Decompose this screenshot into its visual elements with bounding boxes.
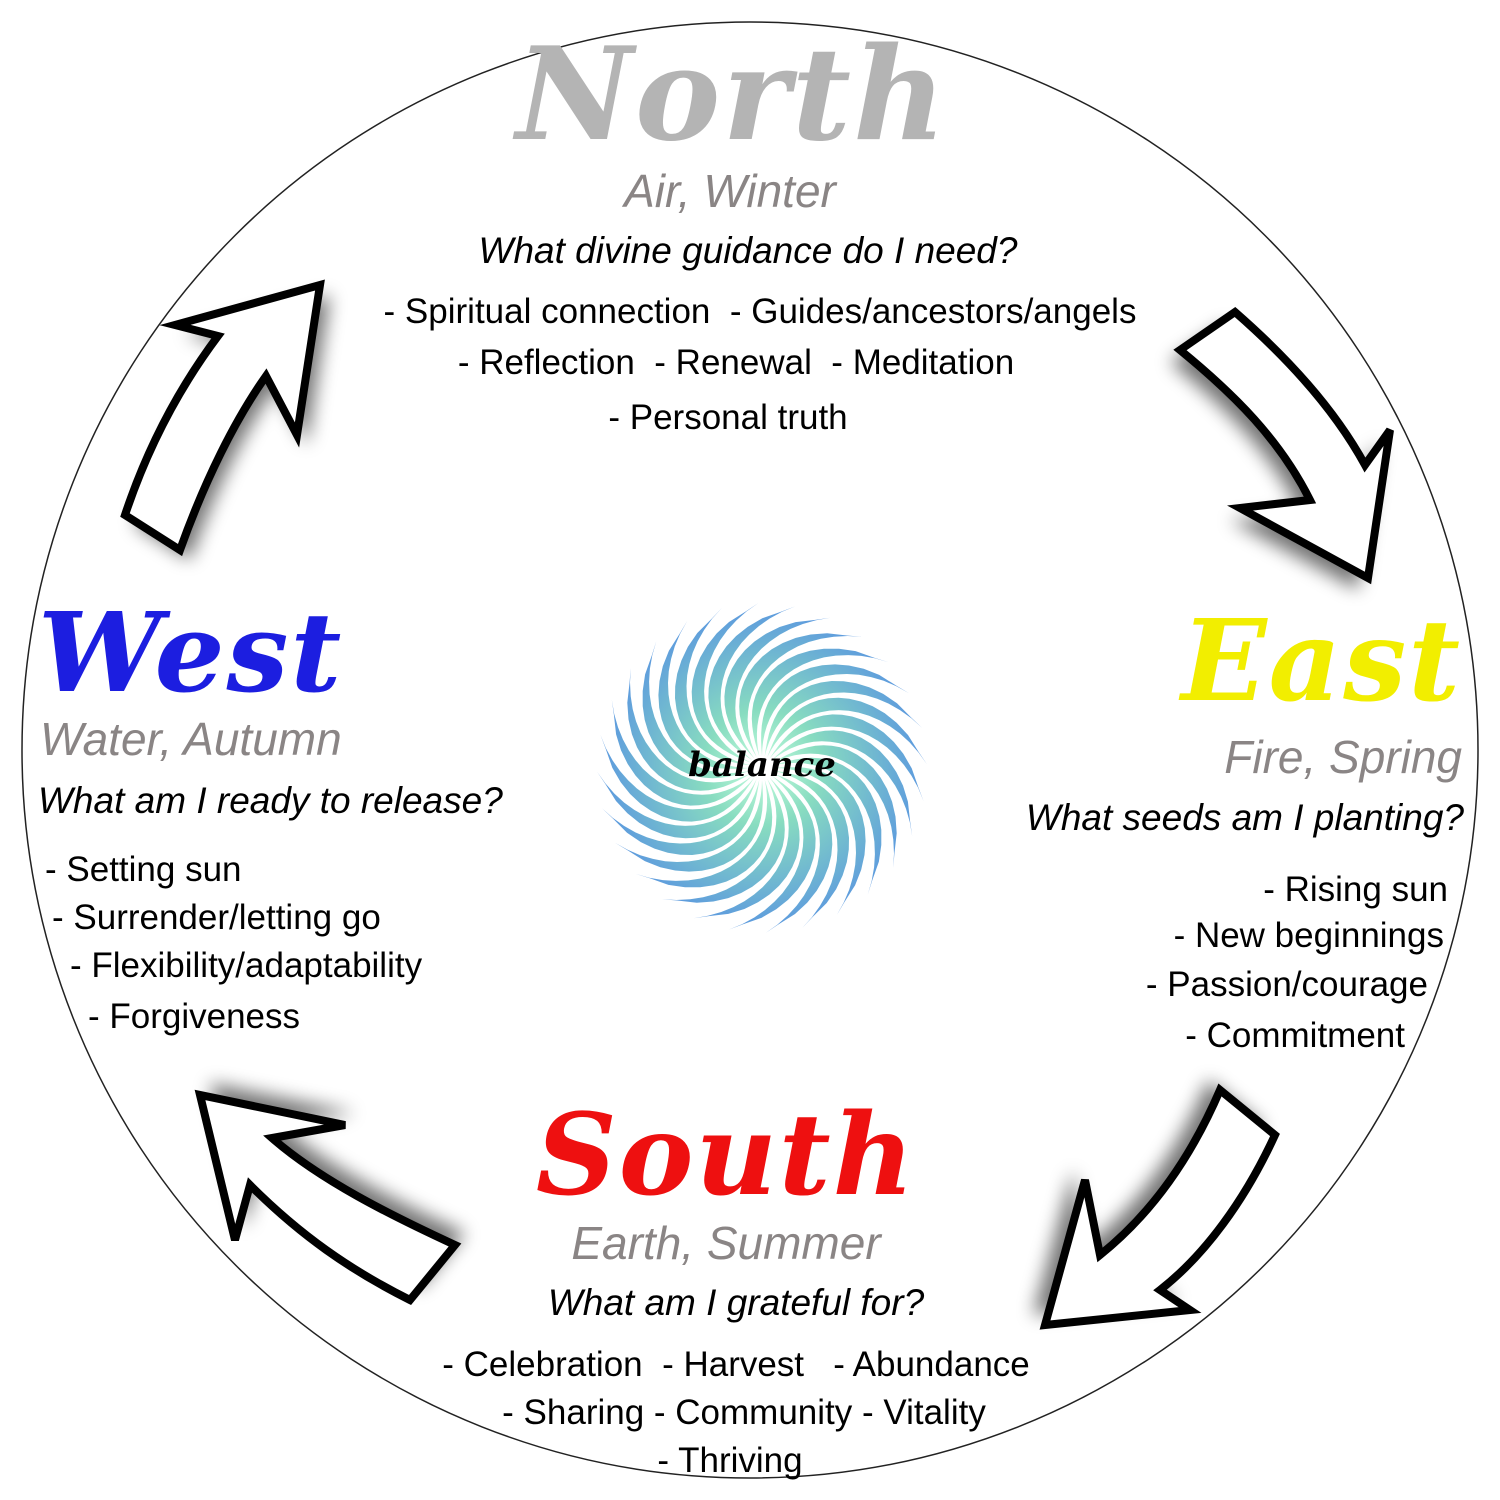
- east-item: - Rising sun: [1263, 870, 1448, 909]
- arrow-south-to-west: [194, 1083, 465, 1306]
- east-question: What seeds am I planting?: [1025, 797, 1464, 838]
- swirl-blade: [728, 775, 816, 930]
- north-line: - Spiritual connection - Guides/ancestor…: [383, 292, 1137, 331]
- swirl-blade: [764, 681, 922, 757]
- north-line: - Personal truth: [608, 398, 848, 437]
- north-elements: Air, Winter: [624, 165, 836, 217]
- swirl-blade: [611, 699, 753, 806]
- swirl-blade: [602, 779, 760, 855]
- swirl-blade: [771, 730, 913, 837]
- arrow-west-to-north: [120, 279, 330, 560]
- north-title: North: [516, 20, 948, 170]
- swirl-blade: [708, 606, 796, 761]
- north-question: What divine guidance do I need?: [478, 230, 1018, 271]
- swirl-blade: [767, 697, 927, 765]
- east-item: - New beginnings: [1173, 916, 1444, 955]
- swirl-blade: [693, 777, 800, 919]
- swirl-blade: [662, 778, 785, 903]
- swirl-blade: [739, 633, 862, 758]
- swirl-blade: [675, 608, 751, 766]
- north-line: - Reflection - Renewal - Meditation: [457, 343, 1015, 382]
- arrow-north-to-east: [1170, 306, 1394, 590]
- west-item: - Flexibility/adaptability: [70, 946, 423, 985]
- south-line: - Thriving: [657, 1441, 803, 1480]
- center-label: balance: [688, 745, 836, 785]
- swirl-blade: [724, 617, 831, 759]
- south-line: - Sharing - Community - Vitality: [502, 1393, 986, 1432]
- west-question: What am I ready to release?: [38, 780, 503, 821]
- swirl-blade: [772, 745, 897, 868]
- west-title: West: [38, 588, 344, 717]
- swirl-blade: [691, 603, 759, 763]
- outer-circle: [21, 21, 1479, 1479]
- swirl-blade: [765, 773, 833, 933]
- swirl-blade: [769, 714, 924, 802]
- west-item: - Forgiveness: [88, 997, 301, 1036]
- balance-swirl: [597, 603, 927, 933]
- west-item: - Surrender/letting go: [52, 898, 381, 937]
- arrow-east-to-south: [1033, 1080, 1280, 1330]
- south-title: South: [535, 1090, 917, 1221]
- south-elements: Earth, Summer: [571, 1217, 881, 1269]
- south-question: What am I grateful for?: [547, 1282, 925, 1323]
- east-item: - Passion/courage: [1145, 965, 1428, 1004]
- swirl-blade: [773, 770, 849, 928]
- east-title: East: [1181, 596, 1462, 727]
- east-elements: Fire, Spring: [1224, 731, 1462, 783]
- swirl-blade: [597, 771, 757, 839]
- south-line: - Celebration - Harvest - Abundance: [442, 1345, 1030, 1384]
- swirl-blade: [600, 734, 755, 822]
- west-elements: Water, Autumn: [40, 713, 342, 765]
- east-item: - Commitment: [1185, 1016, 1405, 1055]
- west-item: - Setting sun: [45, 850, 242, 889]
- swirl-blade: [627, 668, 752, 791]
